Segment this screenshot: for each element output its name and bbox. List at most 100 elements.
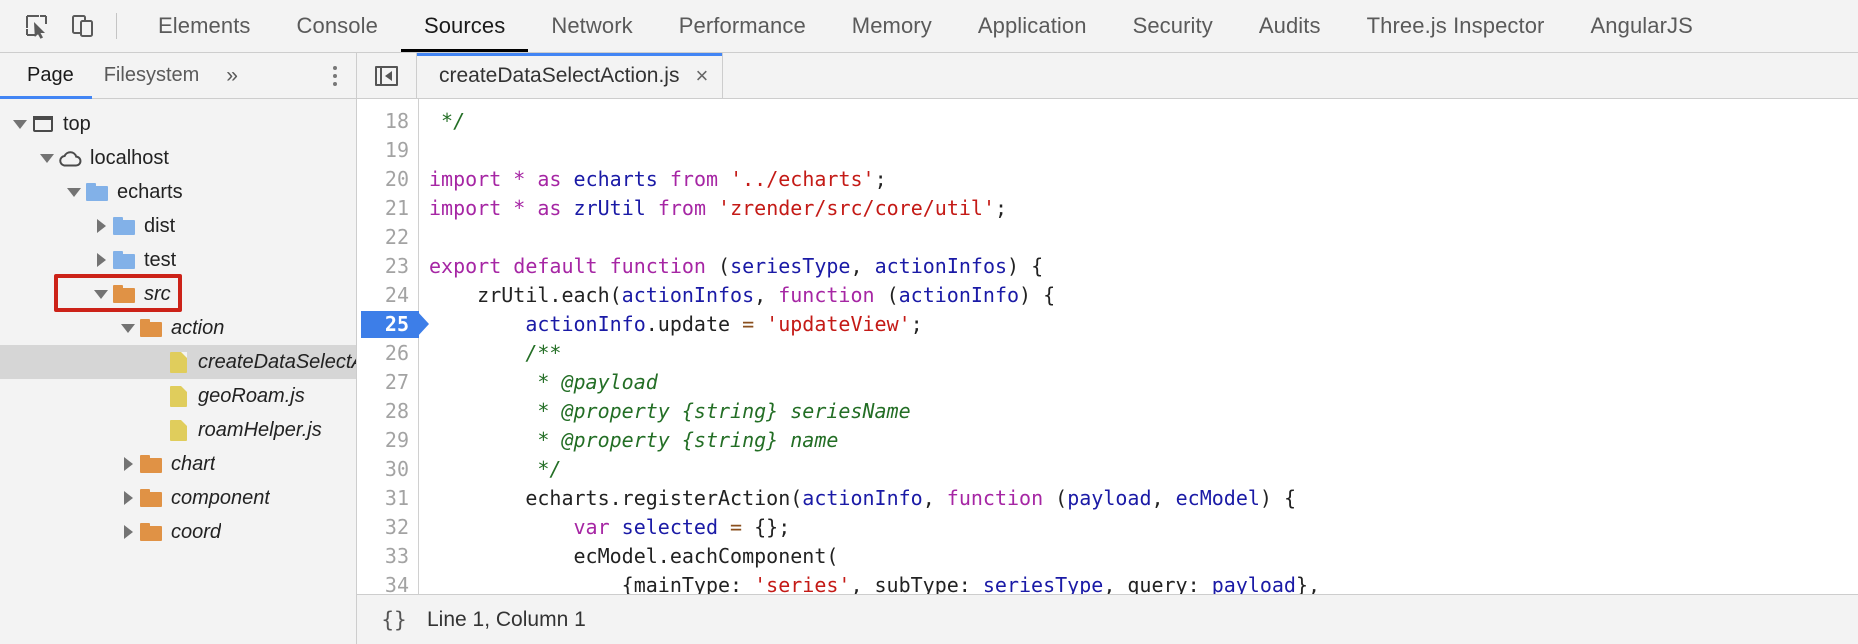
line-number[interactable]: 22 <box>357 223 418 252</box>
code-line[interactable]: actionInfo.update = 'updateView'; <box>429 310 1858 339</box>
code-line[interactable]: */ <box>429 455 1858 484</box>
code-line[interactable]: * @payload <box>429 368 1858 397</box>
line-number[interactable]: 27 <box>357 368 418 397</box>
line-number[interactable]: 18 <box>357 107 418 136</box>
tree-item-createdataselectactio[interactable]: createDataSelectActio <box>0 345 356 379</box>
tree-item-dist[interactable]: dist <box>0 209 356 243</box>
line-number[interactable]: 33 <box>357 542 418 571</box>
tree-item-roamhelper-js[interactable]: roamHelper.js <box>0 413 356 447</box>
line-number-value: 31 <box>384 486 409 510</box>
line-number[interactable]: 26 <box>357 339 418 368</box>
tree-item-echarts[interactable]: echarts <box>0 175 356 209</box>
tab-audits[interactable]: Audits <box>1258 13 1321 38</box>
chevron-double-right-icon[interactable]: » <box>226 63 238 87</box>
tab-memory[interactable]: Memory <box>851 13 932 38</box>
line-number-gutter[interactable]: 181920212223242526272829303132333435 <box>357 99 429 594</box>
tree-item-label: action <box>171 318 225 338</box>
code-line[interactable] <box>429 223 1858 252</box>
code-token <box>598 254 610 278</box>
close-icon[interactable]: × <box>695 62 709 88</box>
code-line[interactable]: import * as echarts from '../echarts'; <box>429 165 1858 194</box>
statusbar-left-spacer <box>0 594 357 644</box>
tab-console[interactable]: Console <box>296 13 378 38</box>
code-line[interactable]: export default function (seriesType, act… <box>429 252 1858 281</box>
tree-item-chart[interactable]: chart <box>0 447 356 481</box>
code-line[interactable]: {mainType: 'series', subType: seriesType… <box>429 571 1858 594</box>
tree-item-georoam-js[interactable]: geoRoam.js <box>0 379 356 413</box>
chevron-down-icon[interactable] <box>118 323 138 333</box>
file-tab-createdataselectaction[interactable]: createDataSelectAction.js × <box>417 53 724 98</box>
chevron-right-icon[interactable] <box>118 525 138 539</box>
pretty-print-icon[interactable]: {} <box>381 607 407 632</box>
tab-application[interactable]: Application <box>977 13 1087 38</box>
tab-elements[interactable]: Elements <box>158 13 251 38</box>
code-line[interactable]: import * as zrUtil from 'zrender/src/cor… <box>429 194 1858 223</box>
chevron-right-icon[interactable] <box>118 491 138 505</box>
chevron-down-icon[interactable] <box>91 289 111 299</box>
tab-security[interactable]: Security <box>1132 13 1213 38</box>
code-line[interactable]: * @property {string} name <box>429 426 1858 455</box>
line-number[interactable]: 32 <box>357 513 418 542</box>
show-navigator-icon[interactable] <box>357 53 417 98</box>
line-number[interactable]: 19 <box>357 136 418 165</box>
code-content[interactable]: */ import * as echarts from '../echarts'… <box>419 99 1858 594</box>
tree-item-src[interactable]: src <box>0 277 356 311</box>
code-token: , <box>1151 486 1176 510</box>
line-number[interactable]: 29 <box>357 426 418 455</box>
code-line[interactable]: * @property {string} seriesName <box>429 397 1858 426</box>
chevron-right-icon[interactable] <box>91 253 111 267</box>
code-token: * <box>513 196 526 220</box>
code-token: * @payload <box>429 370 658 394</box>
code-token: ; <box>874 167 887 191</box>
code-token <box>525 196 537 220</box>
code-line[interactable] <box>429 136 1858 165</box>
tree-item-component[interactable]: component <box>0 481 356 515</box>
nav-tab-filesystem[interactable]: Filesystem <box>89 53 215 98</box>
line-number[interactable]: 34 <box>357 571 418 594</box>
tab-network[interactable]: Network <box>551 13 633 38</box>
tab-three-js-inspector[interactable]: Three.js Inspector <box>1366 13 1545 38</box>
chevron-down-icon[interactable] <box>10 119 30 129</box>
code-token: seriesType <box>982 573 1104 594</box>
nav-tab-page[interactable]: Page <box>12 53 89 98</box>
kebab-menu-icon[interactable] <box>314 53 356 98</box>
tab-sources[interactable]: Sources <box>401 0 528 52</box>
line-number-value: 20 <box>384 167 409 191</box>
tree-item-top[interactable]: top <box>0 107 356 141</box>
code-token: '../echarts' <box>730 167 875 191</box>
device-toolbar-icon[interactable] <box>60 6 106 46</box>
inspect-cursor-icon[interactable] <box>14 6 60 46</box>
code-line[interactable]: */ <box>429 107 1858 136</box>
line-number[interactable]: 30 <box>357 455 418 484</box>
execution-line-marker[interactable]: 25 <box>357 310 429 339</box>
line-number[interactable]: 31 <box>357 484 418 513</box>
main-toolbar: Elements Console Sources Network Performance… <box>0 0 1858 53</box>
code-token: selected <box>621 515 718 539</box>
code-line[interactable]: ecModel.eachComponent( <box>429 542 1858 571</box>
code-editor[interactable]: 181920212223242526272829303132333435 */ … <box>357 99 1858 594</box>
tree-item-action[interactable]: action <box>0 311 356 345</box>
line-number[interactable]: 28 <box>357 397 418 426</box>
tree-item-label: coord <box>171 522 222 542</box>
javascript-file-icon <box>165 385 191 407</box>
chevron-down-icon[interactable] <box>64 187 84 197</box>
line-number[interactable]: 20 <box>357 165 418 194</box>
code-token: default <box>513 254 598 278</box>
tree-item-test[interactable]: test <box>0 243 356 277</box>
chevron-right-icon[interactable] <box>91 219 111 233</box>
tree-item-localhost[interactable]: localhost <box>0 141 356 175</box>
tab-performance[interactable]: Performance <box>678 13 806 38</box>
code-token: echarts.registerAction( <box>429 486 803 510</box>
line-number[interactable]: 24 <box>357 281 418 310</box>
code-token <box>754 312 766 336</box>
tree-item-coord[interactable]: coord <box>0 515 356 549</box>
line-number[interactable]: 21 <box>357 194 418 223</box>
chevron-down-icon[interactable] <box>37 153 57 163</box>
code-line[interactable]: zrUtil.each(actionInfos, function (actio… <box>429 281 1858 310</box>
code-line[interactable]: /** <box>429 339 1858 368</box>
chevron-right-icon[interactable] <box>118 457 138 471</box>
tab-angularjs[interactable]: AngularJS <box>1590 13 1693 38</box>
code-line[interactable]: var selected = {}; <box>429 513 1858 542</box>
code-line[interactable]: echarts.registerAction(actionInfo, funct… <box>429 484 1858 513</box>
line-number[interactable]: 23 <box>357 252 418 281</box>
